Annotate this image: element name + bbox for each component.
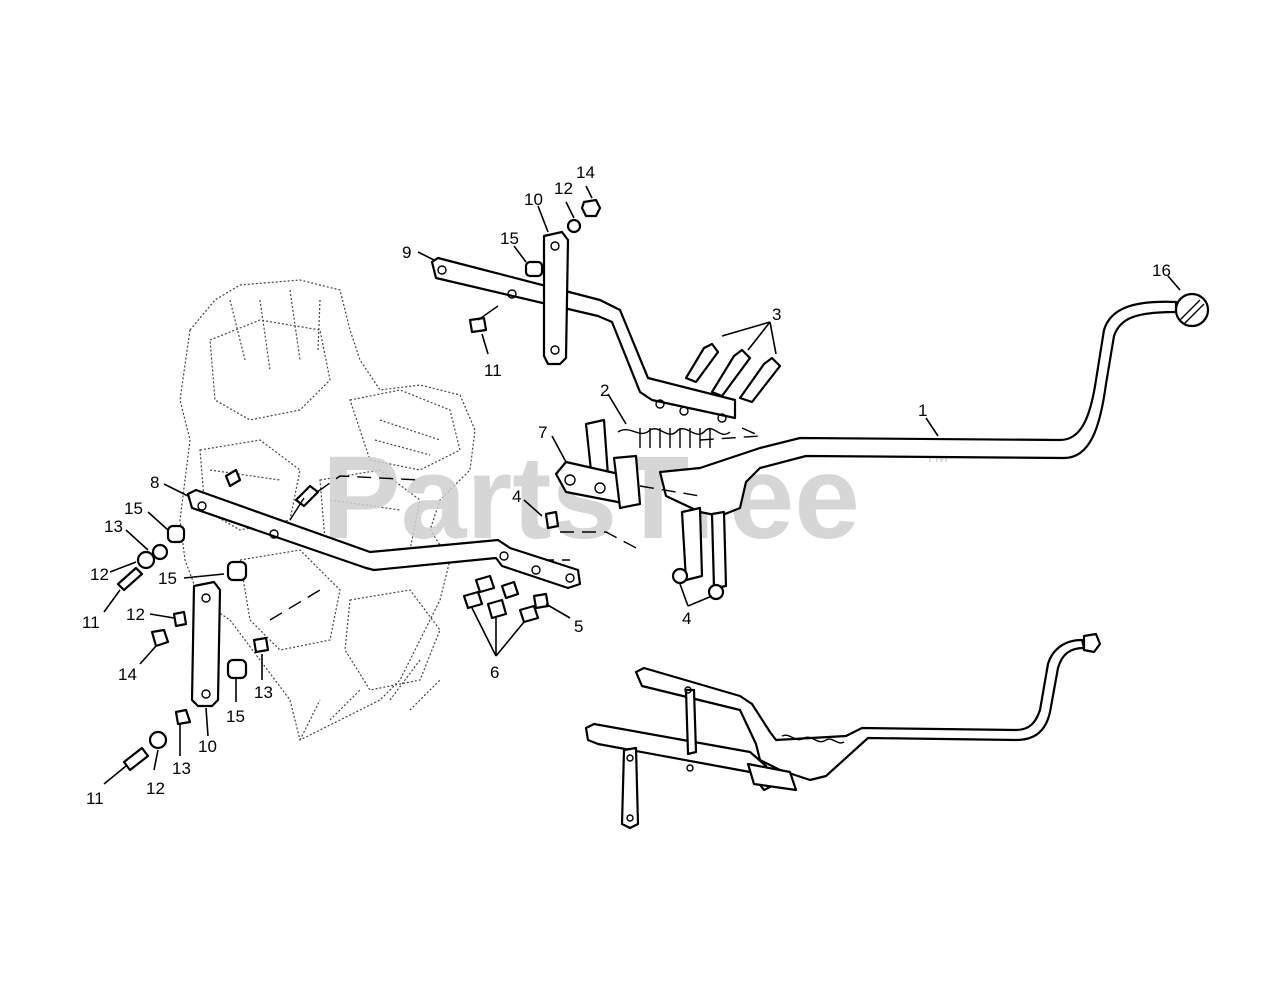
callout-4-lower: 4: [682, 609, 691, 628]
spring-part-2: [617, 427, 731, 448]
callout-15-left: 15: [124, 499, 143, 518]
callout-4-upper: 4: [512, 487, 521, 506]
callout-11-left: 11: [82, 613, 100, 632]
vertical-link-part-10-upper: [542, 230, 570, 366]
callout-7: 7: [538, 423, 547, 442]
lever-plate-part-7: [554, 418, 642, 510]
callout-5: 5: [574, 617, 583, 636]
bolts-part-3: [684, 342, 782, 404]
callout-15-mid: 15: [158, 569, 177, 588]
callout-9: 9: [402, 243, 411, 262]
callout-11-top: 11: [484, 361, 502, 380]
callout-16: 16: [1152, 261, 1171, 280]
vertical-link-part-10-lower: [190, 580, 222, 708]
callout-13-mid: 13: [254, 683, 273, 702]
callout-12-top: 12: [554, 179, 573, 198]
shift-lever-part-1: [658, 292, 1210, 601]
callout-10-lower: 10: [198, 737, 217, 756]
callout-14-lower: 14: [118, 665, 137, 684]
upper-hardware: [468, 198, 602, 334]
callout-1: 1: [918, 401, 927, 420]
callout-15-lower: 15: [226, 707, 245, 726]
callout-8: 8: [150, 473, 159, 492]
upper-bracket-part-9: [430, 256, 737, 423]
callout-15-top: 15: [500, 229, 519, 248]
leader-lines: [103, 185, 1181, 785]
callout-13-left: 13: [104, 517, 123, 536]
assembled-view-inset: [584, 632, 1102, 830]
lower-hardware: [116, 510, 560, 772]
callout-13-lower: 13: [172, 759, 191, 778]
callout-12-lower: 12: [146, 779, 165, 798]
callout-10-top: 10: [524, 190, 543, 209]
callout-3: 3: [772, 305, 781, 324]
callout-11-lower: 11: [86, 789, 104, 808]
callout-12-mid: 12: [126, 605, 145, 624]
callout-12-left: 12: [90, 565, 109, 584]
callout-14-top: 14: [576, 163, 595, 182]
callout-labels: 14 12 10 15 9 11 3 16 1 2 7 8 4 15 13 12…: [82, 163, 1171, 808]
lower-bracket-part-8: [186, 468, 582, 590]
callout-6: 6: [490, 663, 499, 682]
callout-2: 2: [600, 381, 609, 400]
